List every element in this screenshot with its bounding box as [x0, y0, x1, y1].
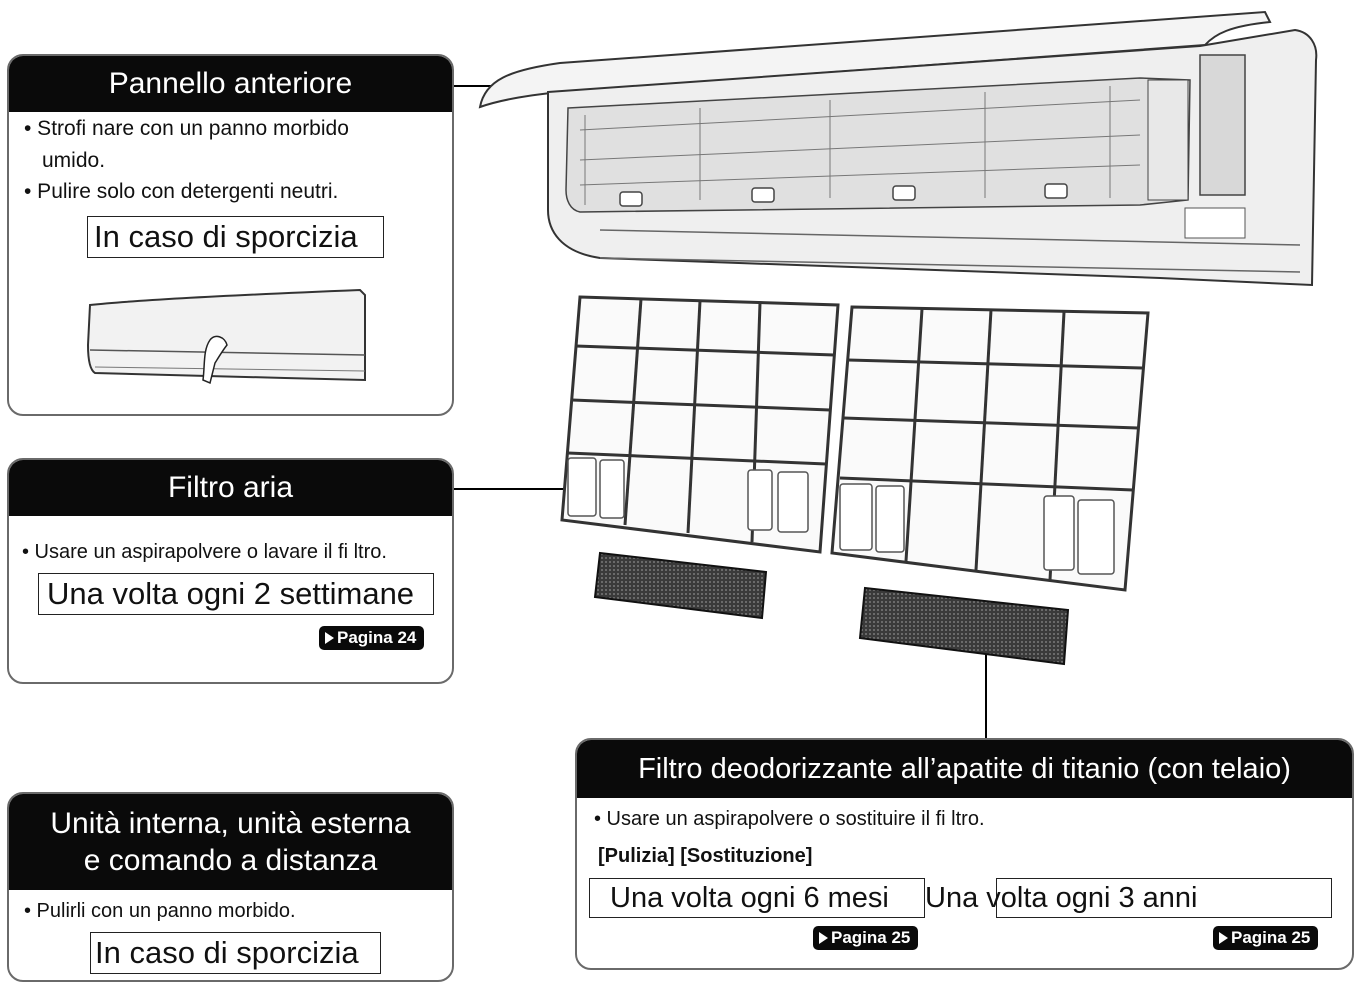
deodorizing-filter-title: Filtro deodorizzante all’apatite di tita… [577, 740, 1352, 798]
air-filter-bullet: • Usare un aspirapolvere o lavare il fi … [22, 541, 387, 563]
air-filter-page-label: Pagina 24 [337, 628, 417, 647]
air-filter-page-link[interactable]: Pagina 24 [319, 626, 425, 650]
deodorizing-filter-sublabel: [Pulizia] [Sostituzione] [598, 845, 813, 867]
front-panel-bullet-1-cont: umido. [42, 149, 106, 172]
front-panel-bullet-2: • Pulire solo con detergenti neutri. [24, 180, 339, 203]
deodorizing-filter-bullet: • Usare un aspirapolvere o sostituire il… [594, 808, 985, 830]
cleaning-frequency: Una volta ogni 6 mesi [589, 878, 925, 918]
page-arrow-icon [1219, 932, 1228, 944]
replacement-frequency: Una volta ogni 3 anni [925, 878, 1332, 918]
cleaning-page-link[interactable]: Pagina 25 [813, 926, 919, 950]
units-title-line-1: Unità interna, unità esterna [50, 807, 411, 840]
replacement-page-link[interactable]: Pagina 25 [1213, 926, 1319, 950]
air-filter-frequency: Una volta ogni 2 settimane [38, 573, 434, 615]
units-card: Unità interna, unità esterna e comando a… [7, 792, 454, 982]
front-panel-bullet-1: • Strofi nare con un panno morbido [24, 117, 349, 140]
deodorizing-filter-card: Filtro deodorizzante all’apatite di tita… [575, 738, 1354, 970]
hand-wiping-icon [86, 288, 366, 385]
air-filter-title: Filtro aria [9, 460, 452, 516]
front-panel-frequency: In caso di sporcizia [87, 216, 384, 258]
units-title-line-2: e comando a distanza [83, 844, 378, 877]
replacement-page-label: Pagina 25 [1231, 928, 1311, 947]
page-arrow-icon [325, 632, 334, 644]
front-panel-title: Pannello anteriore [9, 56, 452, 112]
cleaning-page-label: Pagina 25 [831, 928, 911, 947]
air-filter-card: Filtro aria [7, 458, 454, 684]
units-bullet: • Pulirli con un panno morbido. [24, 900, 296, 922]
page-arrow-icon [819, 932, 828, 944]
units-title: Unità interna, unità esterna e comando a… [9, 794, 452, 890]
